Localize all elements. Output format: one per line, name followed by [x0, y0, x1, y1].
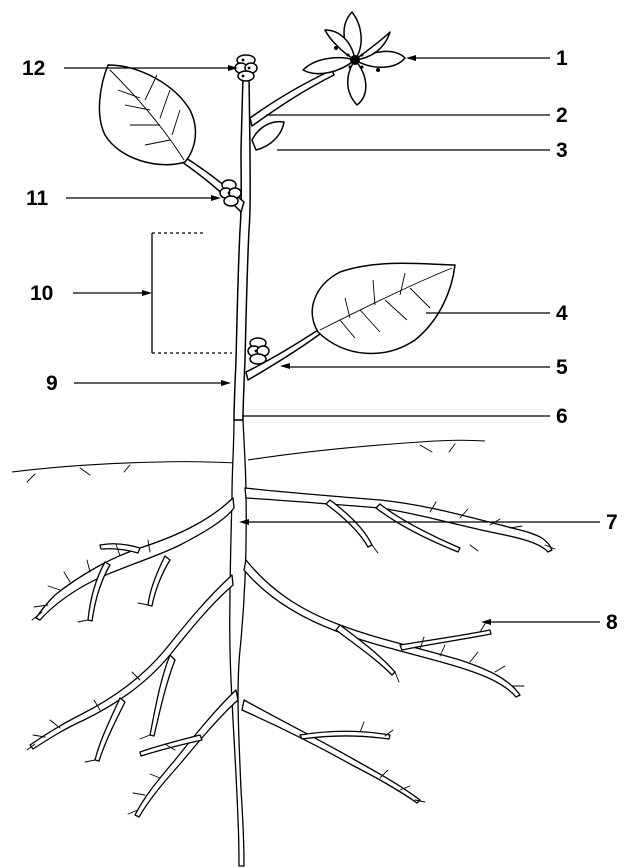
label-8: 8: [606, 611, 618, 634]
label-1: 1: [556, 47, 568, 70]
axillary-bud-lower: [248, 338, 269, 364]
label-12: 12: [22, 57, 45, 80]
flower: [303, 12, 405, 105]
terminal-bud: [235, 55, 257, 81]
label-7: 7: [606, 511, 618, 534]
flower-stalk: [250, 70, 334, 126]
internode-bracket: [152, 233, 232, 353]
label-3: 3: [556, 139, 568, 162]
label-2: 2: [556, 104, 568, 127]
upper-leaf: [99, 65, 195, 165]
label-11: 11: [26, 187, 49, 210]
label-4: 4: [556, 302, 568, 325]
label-5: 5: [556, 356, 568, 379]
soil-line: [12, 440, 485, 482]
label-9: 9: [46, 372, 58, 395]
label-6: 6: [556, 405, 568, 428]
lower-leaf: [312, 263, 455, 353]
stem: [234, 75, 250, 420]
label-10: 10: [30, 282, 53, 305]
bract: [252, 122, 284, 150]
axillary-bud-upper: [220, 180, 241, 206]
root-system: [27, 420, 555, 866]
